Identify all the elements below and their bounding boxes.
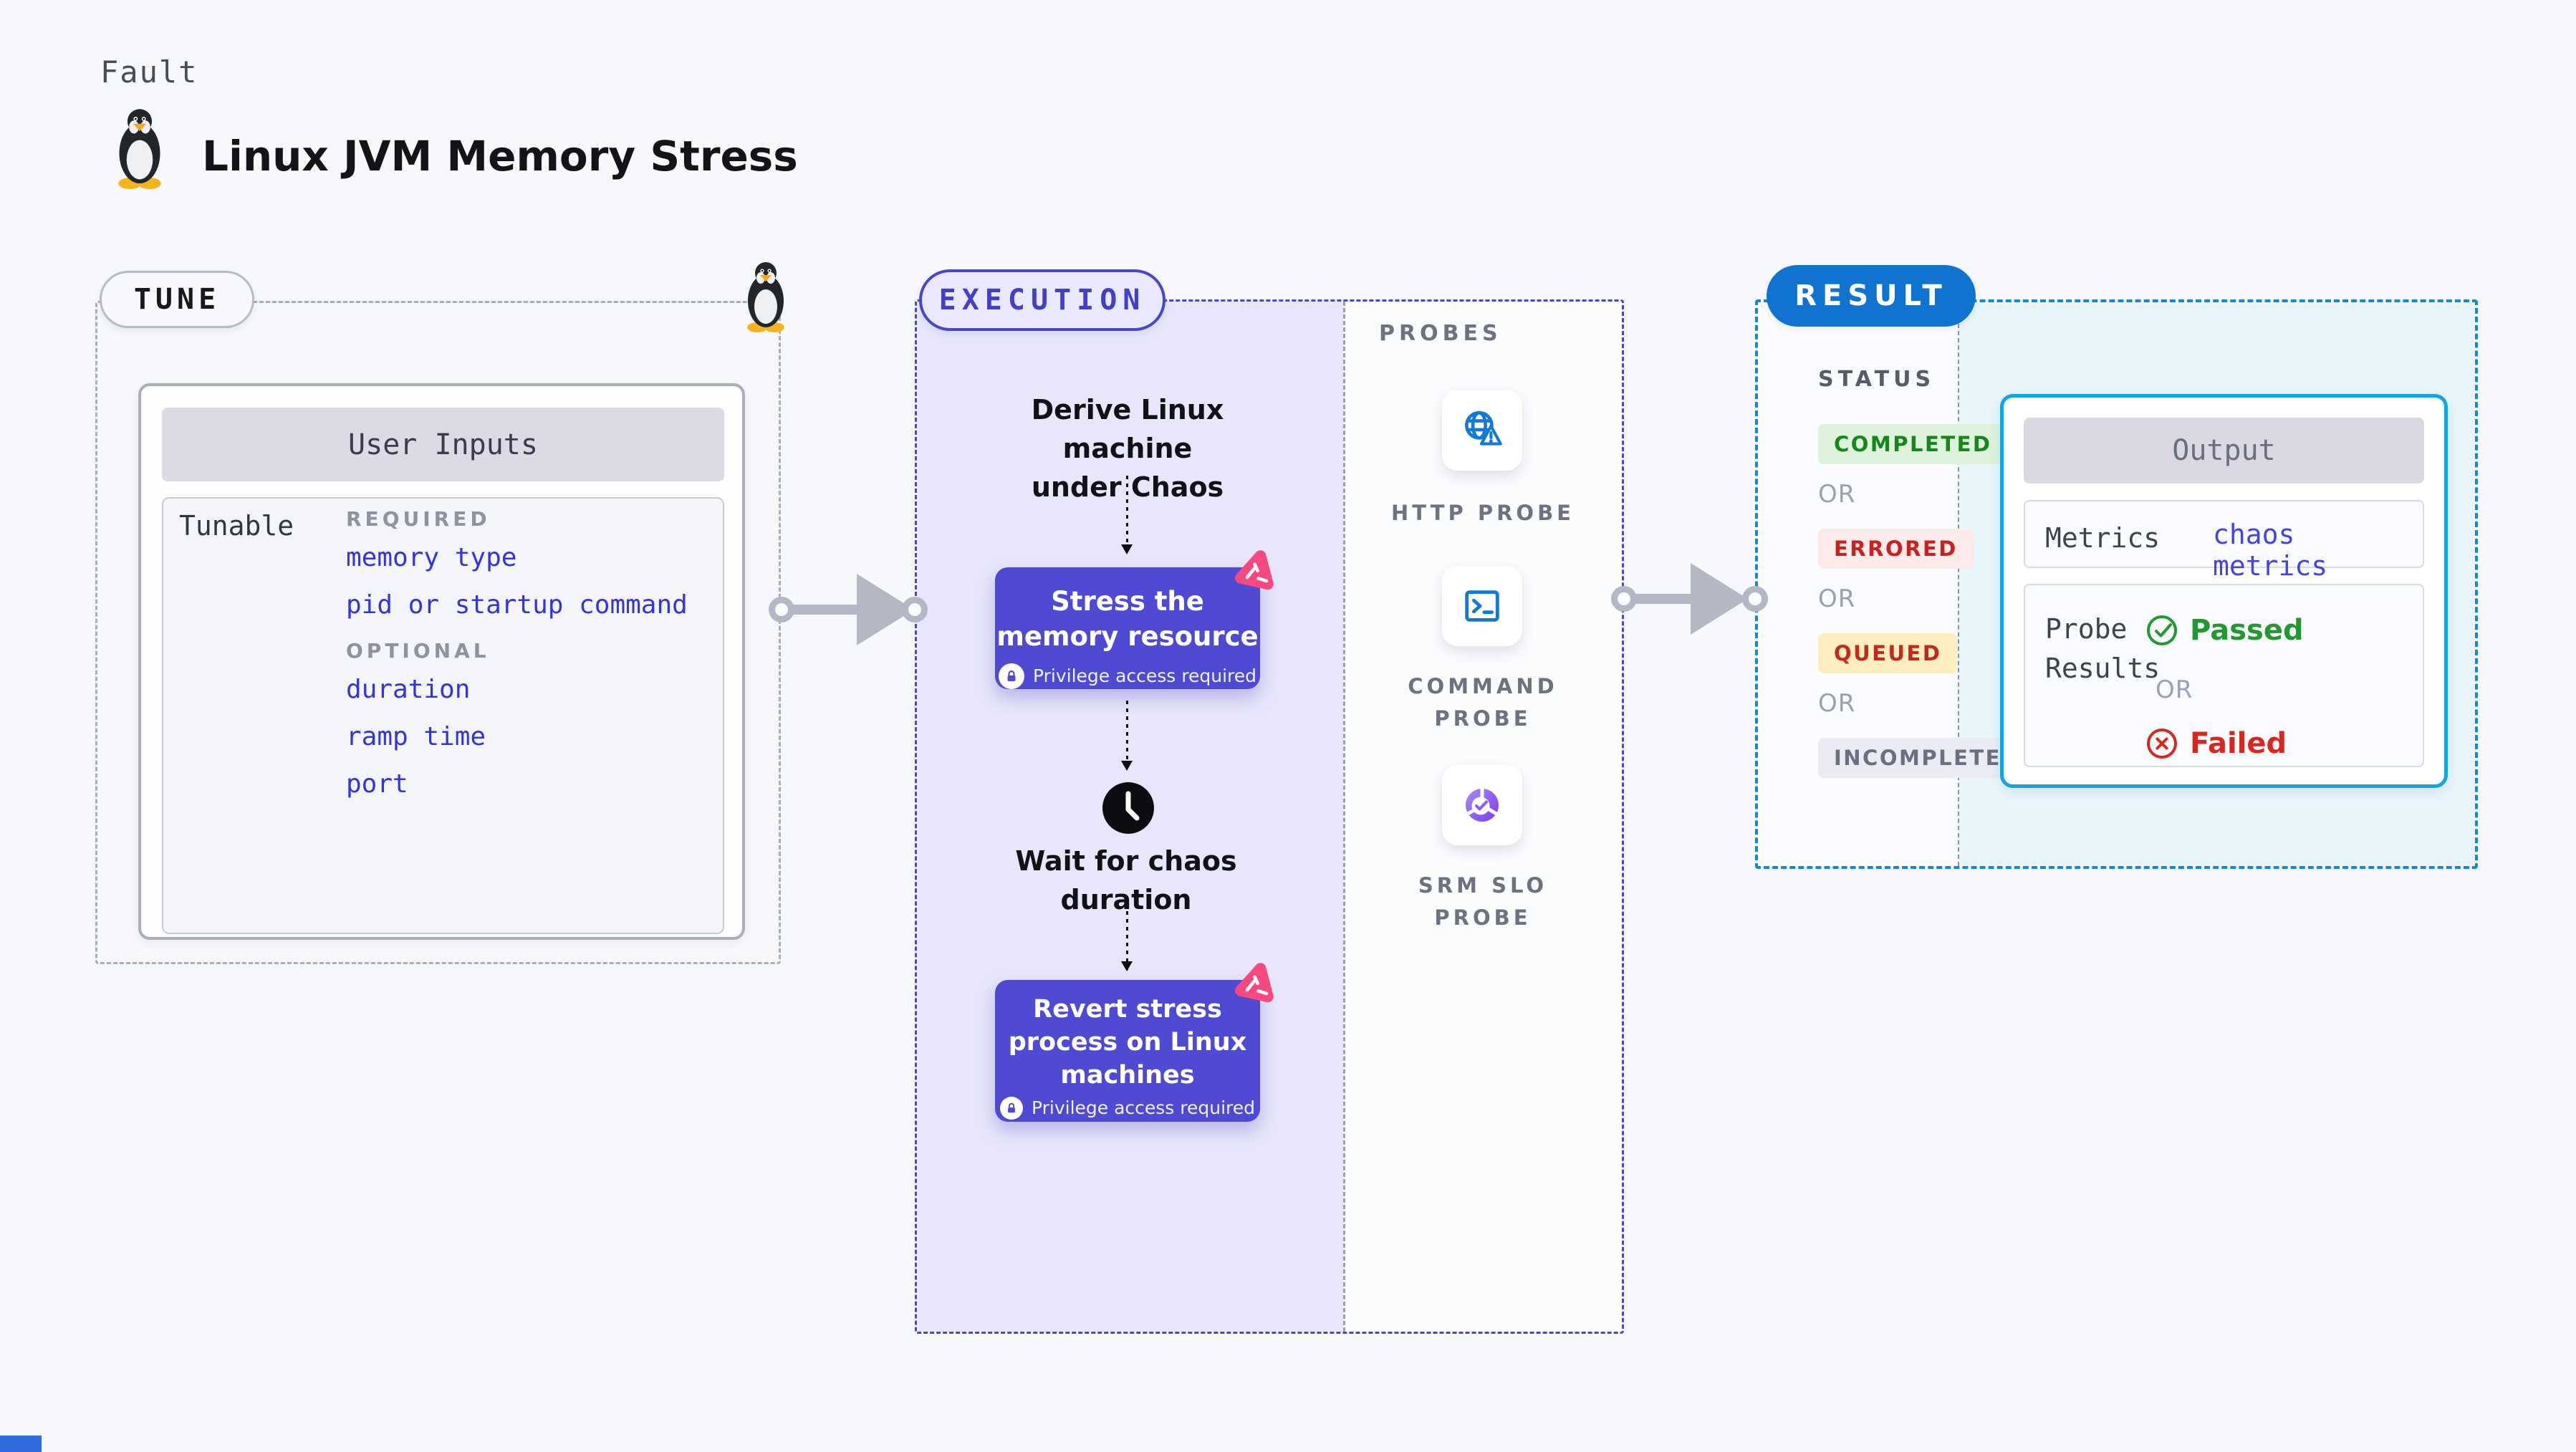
probes-label: PROBES xyxy=(1379,321,1502,346)
arrow-start-dot xyxy=(1611,586,1637,612)
input-ramp-time[interactable]: ramp time xyxy=(346,722,486,751)
chaos-experiment-icon xyxy=(1228,548,1277,597)
tunable-label: Tunable xyxy=(179,510,294,542)
terminal-icon xyxy=(1465,590,1499,622)
input-memory-type[interactable]: memory type xyxy=(346,543,517,572)
input-port[interactable]: port xyxy=(346,769,408,799)
probe-results-label: Probe Results xyxy=(2045,613,2161,685)
passed-text: Passed xyxy=(2190,614,2304,647)
linux-tux-icon xyxy=(107,107,172,189)
slo-pie-icon xyxy=(1466,787,1499,822)
privilege-row: Privilege access required xyxy=(995,1096,1260,1120)
chaos-experiment-icon xyxy=(1228,961,1277,1009)
arrow-start-dot xyxy=(769,597,794,622)
tune-section xyxy=(95,301,781,964)
fault-kicker: Fault xyxy=(100,54,198,90)
user-inputs-header: User Inputs xyxy=(162,408,724,481)
status-badge-errored: ERRORED xyxy=(1818,529,1974,569)
revert-node[interactable]: Revert stress process on Linux machines … xyxy=(995,980,1260,1122)
failed-text: Failed xyxy=(2190,727,2287,760)
tunable-box: Tunable REQUIRED memory type pid or star… xyxy=(162,497,724,934)
execution-badge: EXECUTION xyxy=(919,269,1166,331)
privilege-row: Privilege access required xyxy=(995,663,1260,689)
connector-stress-to-wait xyxy=(1121,701,1133,771)
wait-step-text: Wait for chaos duration xyxy=(1015,845,1237,915)
lock-icon xyxy=(999,1096,1023,1120)
stress-node[interactable]: Stress the memory resource Privilege acc… xyxy=(995,567,1260,689)
metrics-value-link[interactable]: chaos metrics xyxy=(2213,519,2328,582)
srm-slo-probe-card[interactable] xyxy=(1442,765,1522,845)
or-separator: OR xyxy=(1818,689,1856,718)
status-label: STATUS xyxy=(1818,367,1936,392)
probe-results-row: Probe Results Passed OR Failed xyxy=(2024,584,2424,767)
corner-accent xyxy=(0,1436,42,1452)
page-title: Linux JVM Memory Stress xyxy=(202,132,798,181)
status-badge-incompleted: INCOMPLETED xyxy=(1818,738,2037,778)
or-separator: OR xyxy=(2156,675,2193,704)
arrow-head xyxy=(1691,563,1748,635)
connector-derive-to-stress xyxy=(1121,476,1133,554)
http-probe-card[interactable] xyxy=(1442,390,1522,471)
failed-row: Failed xyxy=(2145,727,2287,760)
tune-badge: TUNE xyxy=(100,271,254,328)
http-probe-label: HTTP PROBE xyxy=(1390,501,1575,525)
or-separator: OR xyxy=(1818,585,1856,613)
connector-wait-to-revert xyxy=(1121,911,1133,971)
srm-slo-probe-label: SRM SLO PROBE xyxy=(1418,873,1548,930)
or-separator: OR xyxy=(1818,480,1856,509)
input-pid-or-startup-command[interactable]: pid or startup command xyxy=(346,590,688,620)
arrow-end-dot xyxy=(902,597,928,622)
stress-node-title: Stress the memory resource xyxy=(996,586,1259,652)
revert-node-title: Revert stress process on Linux machines xyxy=(1008,995,1247,1090)
lock-icon xyxy=(998,663,1024,689)
optional-label: OPTIONAL xyxy=(346,639,490,663)
result-badge: RESULT xyxy=(1767,265,1976,327)
status-badge-queued: QUEUED xyxy=(1818,633,1958,673)
user-inputs-card: User Inputs Tunable REQUIRED memory type… xyxy=(138,383,745,940)
linux-tux-small-icon xyxy=(742,261,789,332)
required-label: REQUIRED xyxy=(346,507,491,531)
command-probe-label: COMMAND PROBE xyxy=(1408,674,1558,731)
arrow-shaft xyxy=(781,605,865,615)
arrow-end-dot xyxy=(1742,586,1768,612)
output-card: Output Metrics chaos metrics Probe Resul… xyxy=(2000,394,2448,788)
passed-row: Passed xyxy=(2145,614,2304,647)
metrics-row: Metrics chaos metrics xyxy=(2024,500,2424,582)
check-circle-icon xyxy=(2147,615,2177,645)
globe-alert-icon xyxy=(1465,410,1502,446)
input-duration[interactable]: duration xyxy=(346,675,471,704)
arrow-shaft xyxy=(1624,594,1704,604)
status-badge-completed: COMPLETED xyxy=(1818,424,2008,464)
metrics-label: Metrics xyxy=(2045,522,2161,554)
clock-icon xyxy=(1102,782,1154,834)
privilege-text: Privilege access required xyxy=(1031,1097,1256,1119)
x-circle-icon xyxy=(2147,729,2177,759)
privilege-text: Privilege access required xyxy=(1032,665,1257,687)
command-probe-card[interactable] xyxy=(1442,566,1522,646)
output-header: Output xyxy=(2024,418,2424,484)
